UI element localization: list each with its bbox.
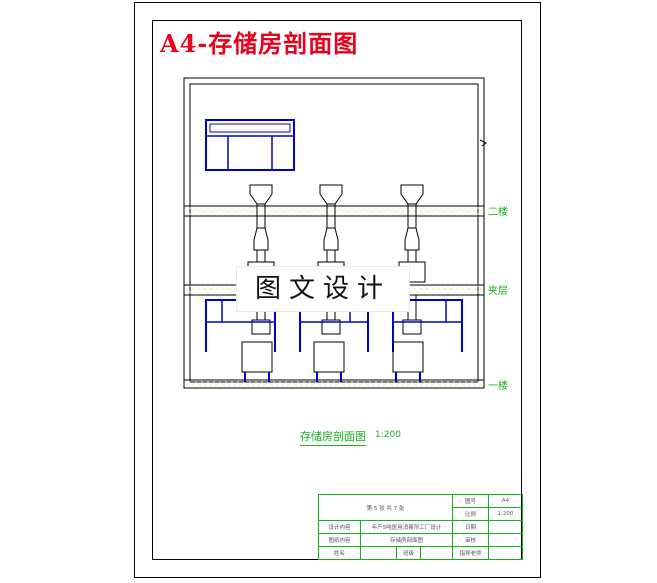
title-block-name-label: 姓名 (318, 546, 361, 560)
title-block-teacher-label: 指导老师 (452, 546, 489, 560)
title-block-date-value (488, 520, 523, 534)
title-block-scale-value: 1:200 (488, 507, 523, 521)
level-label-second-floor: 二楼 (488, 207, 508, 218)
slab-second-floor (183, 205, 485, 217)
storage-rack-3 (392, 299, 463, 352)
drawing-scale: 1:200 (375, 430, 401, 440)
title-block-review-value (488, 533, 523, 547)
hopper-pipe-1 (247, 184, 275, 283)
title-block-name-value (360, 546, 397, 560)
title-block-design-label: 设计内容 (318, 520, 361, 534)
title-block-class-value (420, 546, 453, 560)
drawing-frame (152, 20, 522, 560)
title-block-review-label: 审核 (452, 533, 489, 547)
watermark: 图文设计 (236, 266, 410, 312)
title-block-teacher-value (488, 546, 523, 560)
hopper-pipe-3 (398, 184, 426, 283)
break-mark (479, 139, 487, 147)
title-block-class-label: 班级 (396, 546, 421, 560)
slab-ground-floor (183, 379, 485, 389)
upper-window (205, 119, 295, 171)
title-block-size-label: 图号 (452, 494, 489, 508)
title-block-design-value: 年产5吨医用消毒剂工厂设计 (360, 520, 453, 534)
drawing-title: A4-存储房剖面图 (160, 29, 359, 58)
drawing-sheet-border (134, 2, 541, 578)
title-block-drawing-value: 存储房剖面图 (360, 533, 453, 547)
title-block-date-label: 日期 (452, 520, 489, 534)
level-label-mezzanine: 夹层 (488, 286, 508, 297)
title-block: 第 5 张 共 7 张 图号 A4 比例 1:200 设计内容 年产5吨医用消毒… (318, 494, 523, 560)
drawing-caption: 存储房剖面图 (300, 428, 366, 446)
title-block-drawing-label: 图纸内容 (318, 533, 361, 547)
title-block-scale-label: 比例 (452, 507, 489, 521)
level-label-first-floor: 一楼 (488, 381, 508, 392)
title-block-size-value: A4 (488, 494, 523, 508)
title-block-sheet-info: 第 5 张 共 7 张 (318, 494, 453, 521)
